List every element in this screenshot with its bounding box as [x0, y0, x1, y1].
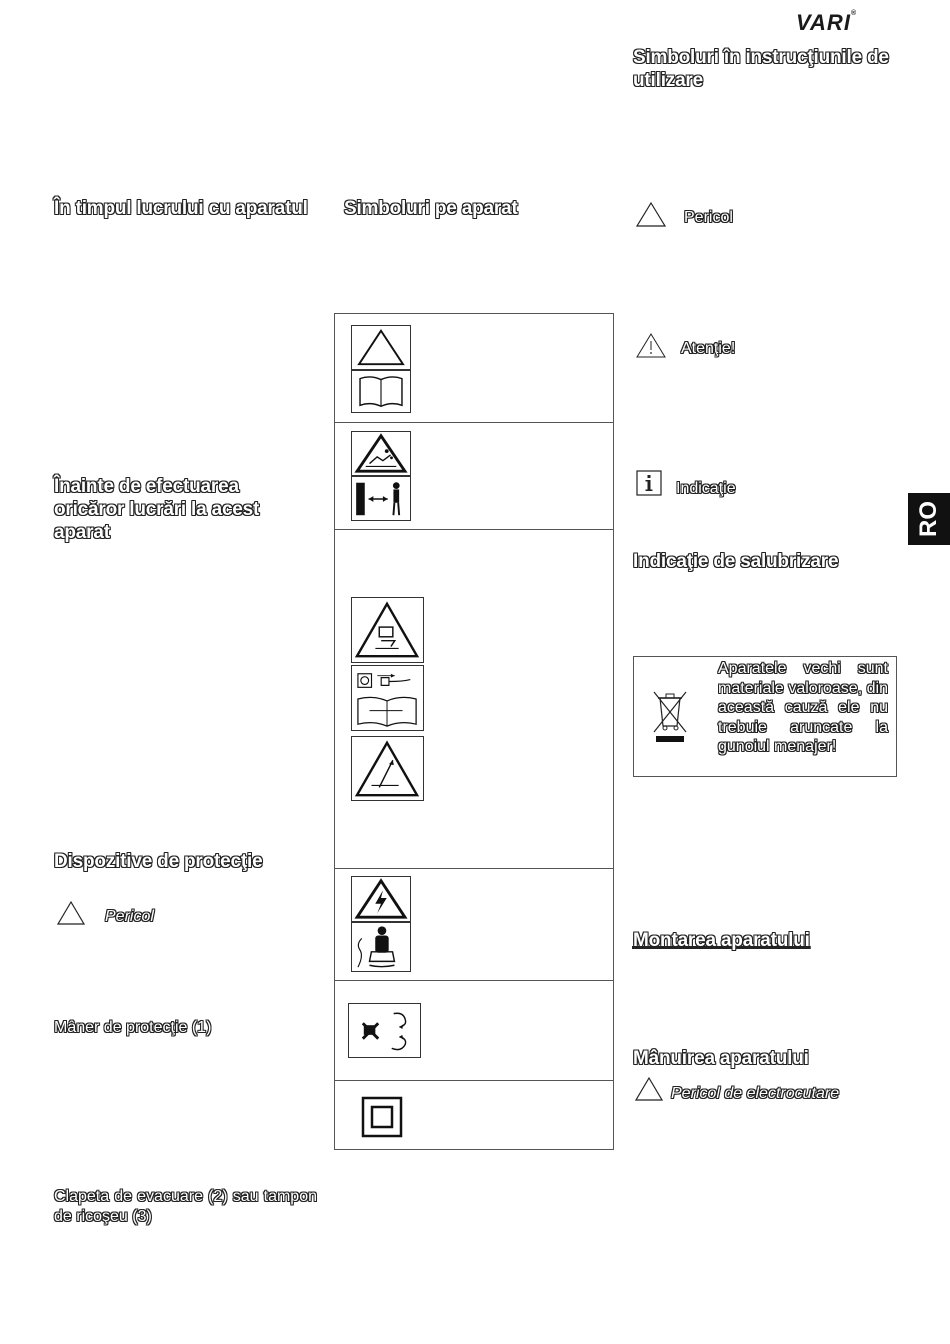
- protection-devices-heading: Dispozitive de protecţie: [54, 851, 263, 872]
- double-insulation-icon: [361, 1096, 403, 1138]
- attention-icon: [635, 332, 667, 359]
- disposal-box: [633, 656, 897, 777]
- left-danger-label: Pericol: [105, 908, 154, 925]
- device-symbols-panel: [334, 313, 614, 1150]
- flap-label: Clapeta de evacuare (2) sau tampon de ri…: [54, 1188, 317, 1225]
- warning-triangle-icon: [634, 1076, 664, 1102]
- crossed-bin-icon: [650, 688, 690, 744]
- cable-hazard-icon: [351, 922, 411, 972]
- info-icon: [636, 470, 662, 496]
- assembly-heading: Montarea aparatului: [633, 930, 810, 951]
- rotating-blade-warning-icon: [351, 597, 424, 663]
- warning-triangle-icon: [351, 325, 411, 370]
- during-work-heading: În timpul lucrului cu aparatul: [54, 198, 308, 219]
- disposal-text: Aparatele vechi sunt materiale valoroase…: [718, 660, 888, 755]
- handle-label: Mâner de protecţie (1): [54, 1019, 212, 1036]
- operation-heading: Mânuirea aparatului: [633, 1048, 809, 1069]
- manual-book-icon: [351, 370, 411, 413]
- thrown-objects-warning-icon: [351, 431, 411, 476]
- manual-symbols-heading: Simboluri în instrucţiunile de utilizare: [633, 47, 889, 91]
- hands-feet-away-icon: [348, 1003, 421, 1058]
- attention-label: Atenţie!: [681, 340, 736, 357]
- recoil-warning-icon: [351, 736, 424, 801]
- symbols-on-device-heading: Simboluri pe aparat: [344, 198, 518, 219]
- brand-logo: VARI®: [796, 10, 858, 35]
- electrocution-label: Pericol de electrocutare: [671, 1085, 840, 1102]
- before-work-heading: Înainte de efectuarea oricăror lucrări l…: [54, 476, 260, 543]
- electric-shock-warning-icon: [351, 876, 411, 922]
- language-tab: RO: [908, 493, 950, 545]
- warning-triangle-icon: [635, 201, 667, 228]
- unplug-read-manual-icon: [351, 665, 424, 731]
- right-danger-label: Pericol: [684, 209, 733, 226]
- warning-triangle-icon: [56, 900, 86, 926]
- keep-distance-icon: [351, 476, 411, 521]
- disposal-heading: Indicaţie de salubrizare: [633, 551, 839, 572]
- info-label: Indicaţie: [676, 480, 736, 497]
